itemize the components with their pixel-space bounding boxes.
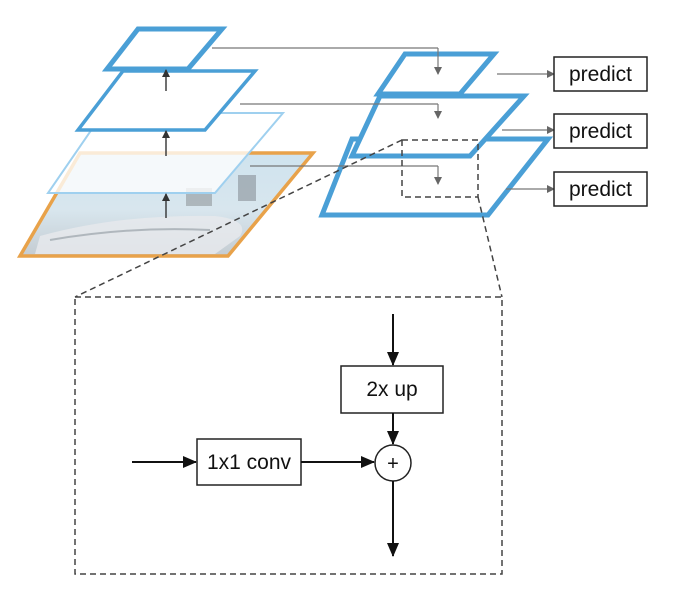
- bottom-up-level-3: [74, 69, 259, 132]
- upsample-box: 2x up: [340, 365, 444, 414]
- predict-label: predict: [569, 178, 632, 201]
- lateral-conv-box: 1x1 conv: [196, 438, 302, 486]
- bottom-up-level-4: [101, 26, 228, 72]
- predict-box-3: predict: [553, 171, 648, 207]
- lateral-conv-label: 1x1 conv: [207, 451, 292, 474]
- top-down-level-1: [373, 51, 500, 97]
- zoom-guide-left: [74, 139, 403, 298]
- merge-symbol: +: [387, 453, 399, 475]
- detail-panel: [74, 296, 503, 575]
- predict-label: predict: [569, 63, 632, 86]
- predict-box-2: predict: [553, 113, 648, 149]
- highlight-region: [401, 139, 479, 198]
- zoom-guide-right: [477, 196, 503, 298]
- upsample-label: 2x up: [366, 378, 417, 401]
- top-down-level-2: [348, 93, 530, 159]
- predict-label: predict: [569, 120, 632, 143]
- predict-box-1: predict: [553, 56, 648, 92]
- merge-add-node: +: [374, 444, 412, 482]
